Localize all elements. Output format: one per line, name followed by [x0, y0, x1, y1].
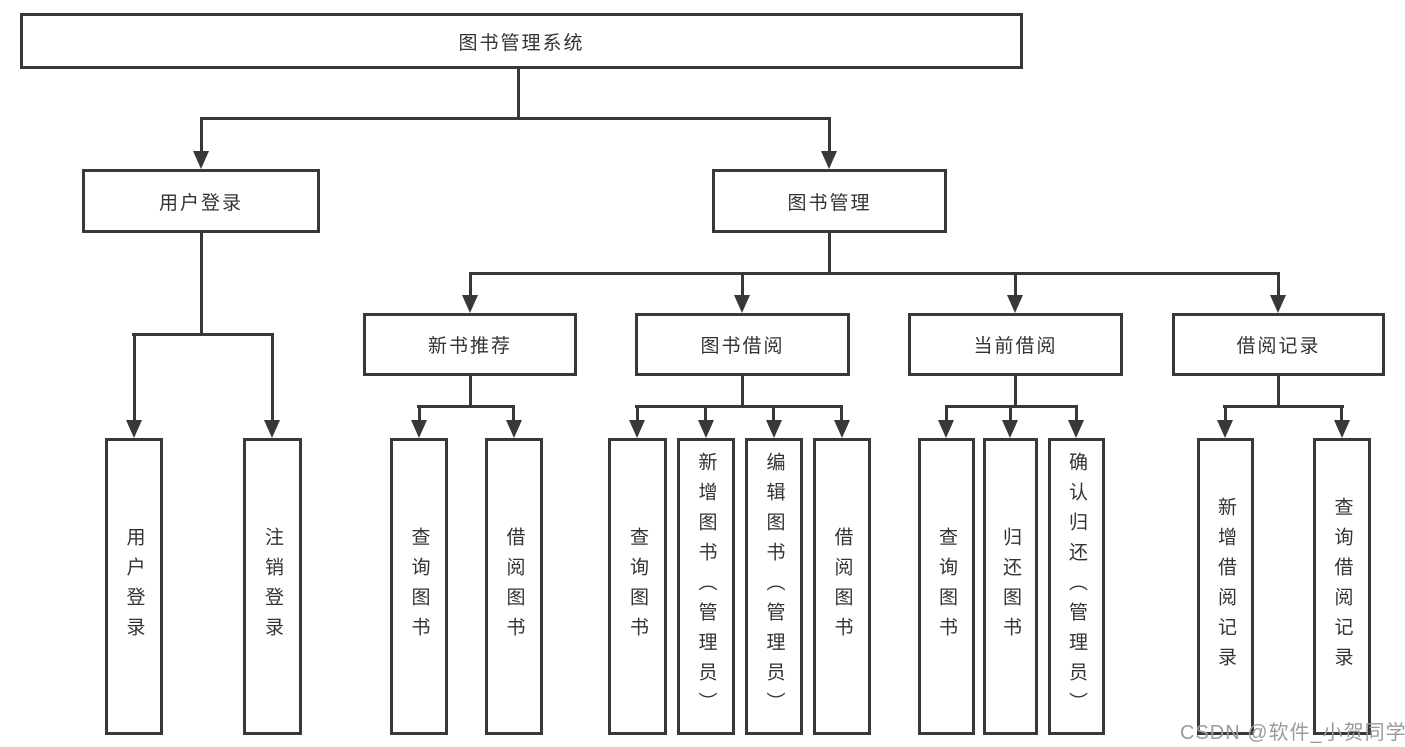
node-user-login: 用户登录 [82, 169, 320, 233]
connector-line [1340, 405, 1343, 422]
leaf-label: 查询图书 [627, 526, 648, 647]
connector-line [840, 405, 843, 422]
arrow-down-icon [938, 420, 954, 438]
arrow-down-icon [1334, 420, 1350, 438]
connector-line [945, 405, 948, 422]
leaf-label: 确认归还（管理员） [1066, 451, 1087, 722]
csdn-watermark: CSDN @软件_小贺同学 [1180, 722, 1405, 744]
node-label: 借阅记录 [1236, 336, 1321, 357]
leaf-label: 借阅图书 [831, 526, 853, 647]
connector-line [704, 405, 707, 422]
leaf-label: 查询借阅记录 [1331, 496, 1353, 677]
arrow-down-icon [462, 295, 478, 313]
connector-line [1075, 405, 1078, 422]
connector-line [1277, 376, 1280, 407]
node-label: 当前借阅 [973, 336, 1058, 357]
node-label: 图书借阅 [700, 336, 785, 357]
connector-line [133, 333, 136, 422]
connector-line [517, 69, 520, 118]
leaf-label: 查询图书 [408, 526, 430, 647]
leaf-label: 查询图书 [936, 526, 957, 647]
connector-line [636, 405, 639, 422]
leaf-label: 注销登录 [262, 526, 283, 647]
leaf-confirm-return-admin: 确认归还（管理员） [1048, 438, 1105, 735]
connector-line [1014, 272, 1017, 298]
connector-line [772, 405, 775, 422]
connector-line [635, 405, 843, 408]
arrow-down-icon [1002, 420, 1018, 438]
leaf-query-books-current: 查询图书 [918, 438, 975, 735]
leaf-borrow-books: 借阅图书 [813, 438, 871, 735]
leaf-user-login: 用户登录 [105, 438, 163, 735]
leaf-label: 编辑图书（管理员） [763, 451, 785, 722]
leaf-query-borrow-record: 查询借阅记录 [1313, 438, 1371, 735]
arrow-down-icon [506, 420, 522, 438]
arrow-down-icon [629, 420, 645, 438]
connector-line [271, 333, 274, 422]
connector-line [469, 376, 472, 407]
node-book-management: 图书管理 [712, 169, 947, 233]
leaf-return-books: 归还图书 [983, 438, 1038, 735]
leaf-label: 新增借阅记录 [1215, 496, 1236, 677]
node-label: 图书管理系统 [458, 32, 585, 54]
node-label: 新书推荐 [427, 336, 512, 357]
node-borrow-records: 借阅记录 [1172, 313, 1385, 376]
leaf-add-borrow-record: 新增借阅记录 [1197, 438, 1254, 735]
arrow-down-icon [126, 420, 142, 438]
arrow-down-icon [734, 295, 750, 313]
arrow-down-icon [834, 420, 850, 438]
connector-line [1014, 376, 1017, 407]
node-label: 用户登录 [158, 192, 243, 214]
connector-line [200, 117, 203, 155]
arrow-down-icon [698, 420, 714, 438]
connector-line [828, 117, 831, 155]
arrow-down-icon [193, 151, 209, 169]
connector-line [132, 333, 274, 336]
connector-line [828, 233, 831, 274]
arrow-down-icon [1007, 295, 1023, 313]
connector-line [1277, 272, 1280, 298]
connector-line [200, 233, 203, 335]
connector-line [1009, 405, 1012, 422]
leaf-borrow-books-recommend: 借阅图书 [485, 438, 543, 735]
connector-line [417, 405, 515, 408]
node-current-borrow: 当前借阅 [908, 313, 1123, 376]
connector-line [469, 272, 472, 298]
leaf-label: 用户登录 [123, 526, 145, 647]
arrow-down-icon [1068, 420, 1084, 438]
leaf-label: 新增图书（管理员） [695, 451, 717, 722]
leaf-edit-book-admin: 编辑图书（管理员） [745, 438, 803, 735]
arrow-down-icon [1270, 295, 1286, 313]
leaf-query-books-borrow: 查询图书 [608, 438, 667, 735]
arrow-down-icon [821, 151, 837, 169]
connector-line [741, 272, 744, 298]
node-new-book-recommend: 新书推荐 [363, 313, 577, 376]
connector-line [512, 405, 515, 422]
connector-line [200, 117, 830, 120]
arrow-down-icon [766, 420, 782, 438]
leaf-label: 借阅图书 [503, 526, 525, 647]
arrow-down-icon [1217, 420, 1233, 438]
node-label: 图书管理 [787, 192, 872, 214]
connector-line [418, 405, 421, 422]
connector-line [469, 272, 1280, 275]
connector-line [1224, 405, 1227, 422]
node-book-borrow: 图书借阅 [635, 313, 850, 376]
arrow-down-icon [264, 420, 280, 438]
connector-line [1223, 405, 1344, 408]
connector-line [741, 376, 744, 407]
node-root-library-system: 图书管理系统 [20, 13, 1023, 69]
leaf-add-book-admin: 新增图书（管理员） [677, 438, 735, 735]
arrow-down-icon [411, 420, 427, 438]
leaf-query-books-recommend: 查询图书 [390, 438, 448, 735]
leaf-logout: 注销登录 [243, 438, 302, 735]
leaf-label: 归还图书 [1000, 526, 1021, 647]
